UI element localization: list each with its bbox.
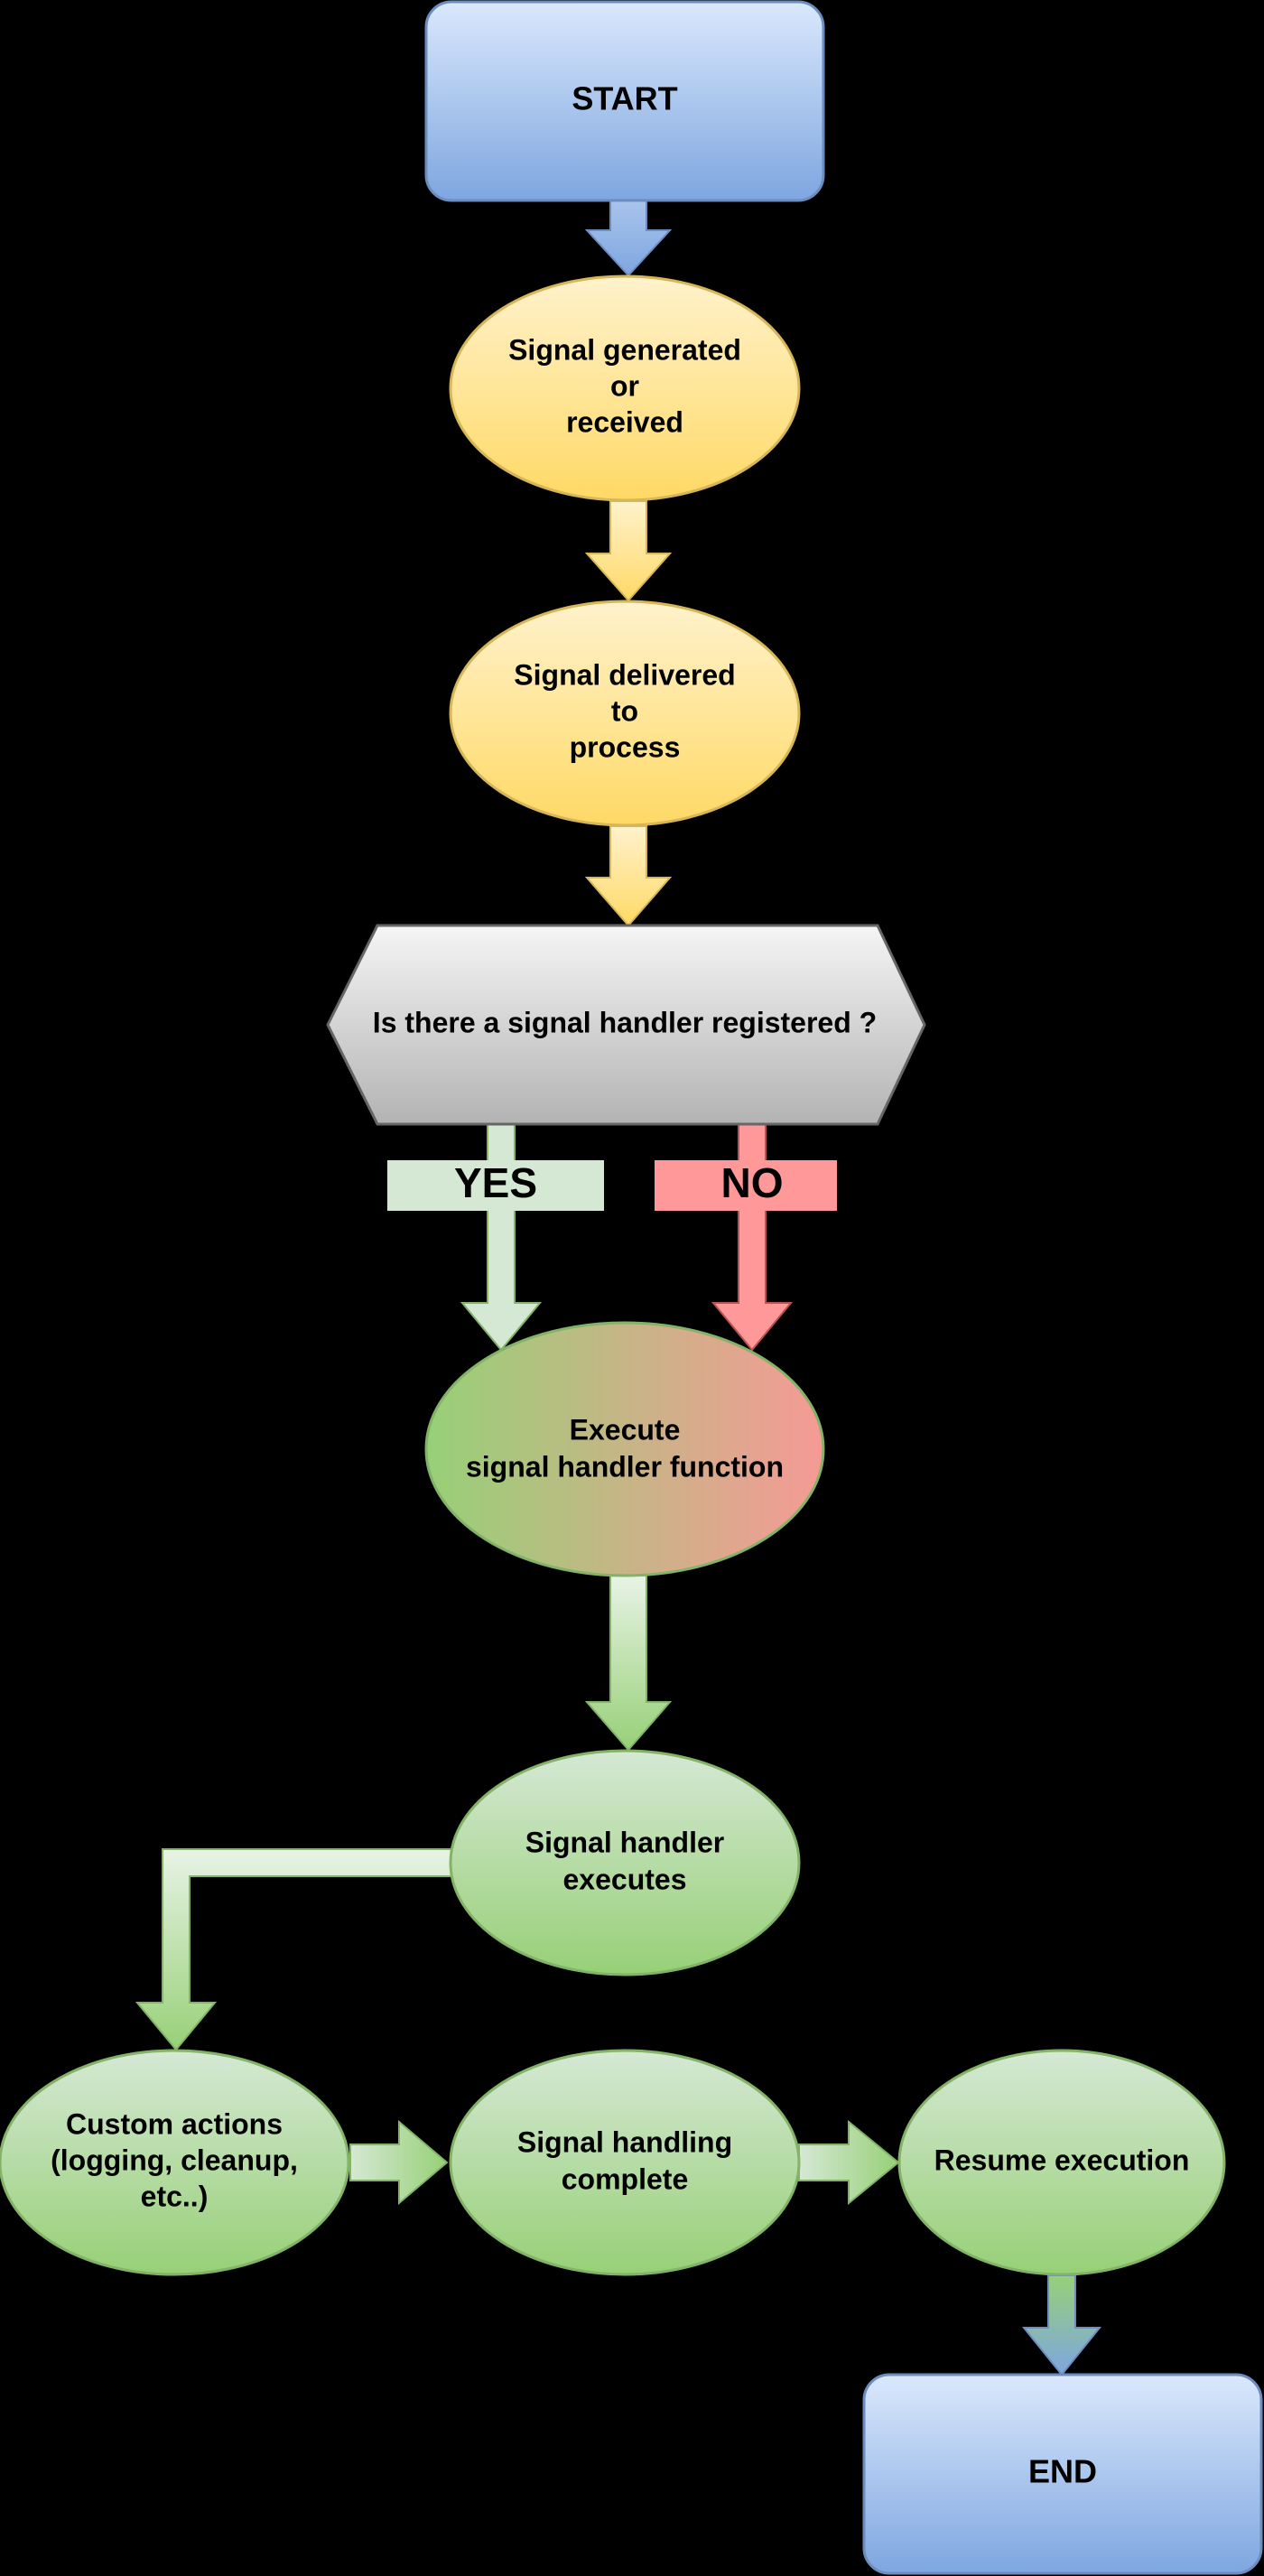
arrow-yes-branch [460, 1123, 543, 1352]
signal-generated-line-3: received [566, 405, 683, 438]
start-node: START [424, 0, 825, 202]
arrow-resume-to-end [1021, 2274, 1102, 2376]
yes-branch-label: YES [387, 1159, 604, 1211]
resume-execution-node: Resume execution [897, 2049, 1226, 2276]
signal-generated-line-2: or [610, 369, 639, 402]
arrow-execute-to-handler [584, 1575, 673, 1752]
custom-actions-line-3: etc..) [141, 2180, 209, 2212]
handling-complete-line-2: complete [562, 2162, 688, 2195]
handler-executes-line-1: Signal handler [525, 1826, 724, 1858]
execute-handler-node: Execute signal handler function [424, 1321, 825, 1577]
end-label: END [1028, 2453, 1097, 2490]
custom-actions-line-1: Custom actions [66, 2107, 283, 2140]
arrow-custom-to-complete [349, 2119, 449, 2206]
handling-complete-node: Signal handling complete [449, 2049, 801, 2276]
signal-generated-node: Signal generated or received [449, 274, 801, 502]
decision-label: Is there a signal handler registered ? [373, 1006, 877, 1038]
signal-generated-line-1: Signal generated [508, 333, 741, 366]
arrow-handler-to-custom-actions [135, 1848, 452, 2051]
arrow-start-to-generated [584, 200, 673, 277]
end-node: END [862, 2373, 1263, 2575]
signal-delivered-line-3: process [570, 730, 681, 763]
arrow-no-branch [711, 1123, 794, 1352]
arrow-delivered-to-decision [584, 825, 673, 927]
arrow-complete-to-resume [798, 2119, 900, 2206]
handler-executes-line-2: executes [563, 1863, 687, 1895]
execute-handler-line-1: Execute [570, 1413, 681, 1446]
signal-delivered-line-2: to [611, 694, 638, 727]
resume-execution-label: Resume execution [934, 2144, 1190, 2176]
custom-actions-line-2: (logging, cleanup, [51, 2144, 298, 2176]
signal-delivered-node: Signal delivered to process [449, 600, 801, 827]
signal-delivered-line-1: Signal delivered [514, 658, 735, 691]
start-label: START [572, 80, 677, 117]
arrow-generated-to-delivered [584, 500, 673, 602]
handling-complete-line-1: Signal handling [517, 2125, 732, 2158]
no-label-text: NO [721, 1159, 784, 1206]
no-branch-label: NO [655, 1159, 837, 1211]
execute-handler-line-2: signal handler function [466, 1450, 784, 1483]
yes-label-text: YES [454, 1159, 537, 1206]
custom-actions-node: Custom actions (logging, cleanup, etc..) [0, 2049, 350, 2276]
decision-node: Is there a signal handler registered ? [326, 924, 926, 1126]
handler-executes-node: Signal handler executes [449, 1749, 801, 1976]
